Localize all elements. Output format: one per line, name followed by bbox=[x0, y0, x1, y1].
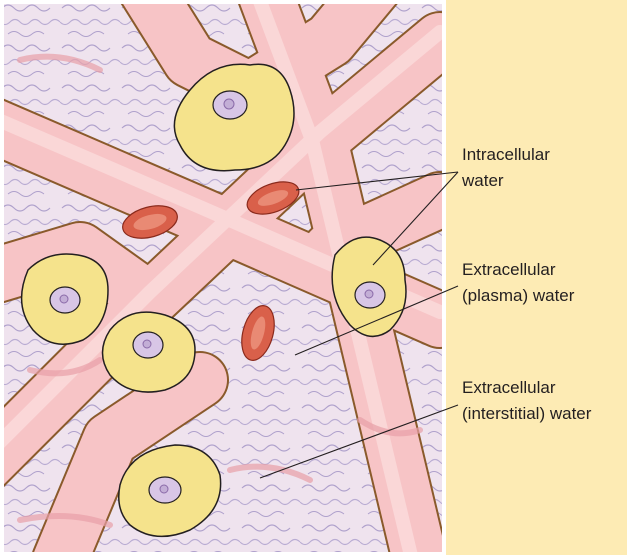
label-plasma-line2: (plasma) water bbox=[462, 283, 574, 309]
label-plasma-water: Extracellular (plasma) water bbox=[462, 257, 574, 309]
tissue-cell bbox=[103, 312, 196, 392]
label-intracellular-line2: water bbox=[462, 168, 550, 194]
label-interstitial-line2: (interstitial) water bbox=[462, 401, 591, 427]
label-interstitial-water: Extracellular (interstitial) water bbox=[462, 375, 591, 427]
label-intracellular-line1: Intracellular bbox=[462, 142, 550, 168]
tissue-cell bbox=[22, 254, 108, 344]
label-interstitial-line1: Extracellular bbox=[462, 375, 591, 401]
label-intracellular-water: Intracellular water bbox=[462, 142, 550, 194]
label-plasma-line1: Extracellular bbox=[462, 257, 574, 283]
